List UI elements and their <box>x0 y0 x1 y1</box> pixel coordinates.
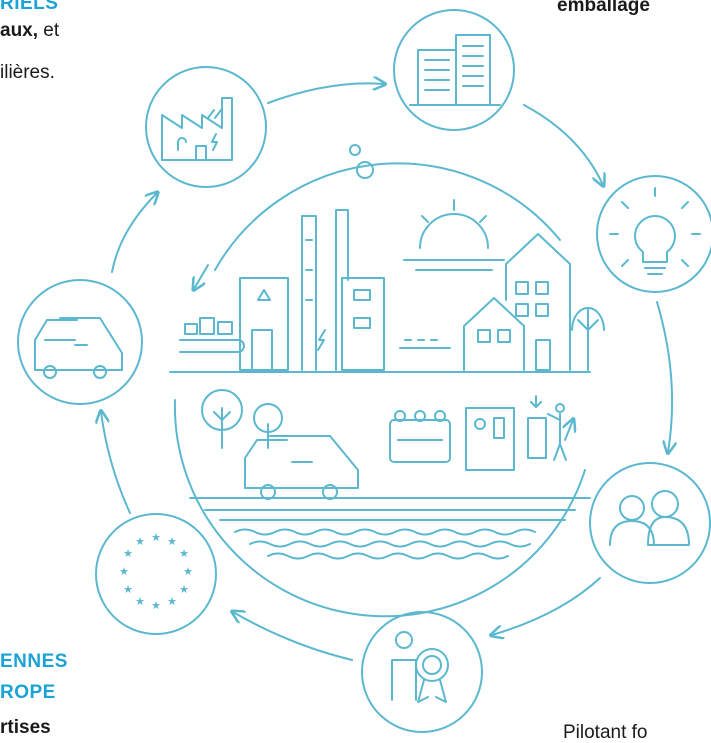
office-buildings-icon <box>409 34 501 106</box>
people-icon <box>609 490 690 546</box>
delivery-truck-icon <box>34 317 123 379</box>
svg-text:★: ★ <box>123 583 133 596</box>
svg-text:★: ★ <box>167 535 177 548</box>
svg-text:★: ★ <box>135 535 145 548</box>
bottom-left-line3: rtises <box>0 717 51 738</box>
award-person-icon <box>391 631 449 703</box>
node-truck-circle <box>17 279 143 405</box>
lightbulb-icon <box>609 187 701 275</box>
arrow-truck-to-factory <box>111 193 157 273</box>
svg-text:★: ★ <box>119 565 129 578</box>
node-award-circle <box>361 611 483 733</box>
top-right-heading: emballage <box>557 0 650 16</box>
svg-text:★: ★ <box>151 599 161 612</box>
arrow-eu-to-truck <box>101 412 131 514</box>
arrow-buildings-to-lightbulb <box>523 104 603 185</box>
node-factory-circle <box>145 66 267 188</box>
svg-text:★: ★ <box>179 583 189 596</box>
svg-text:★: ★ <box>135 595 145 608</box>
bottom-left-line1: ENNES <box>0 651 68 672</box>
circular-city-illustration <box>169 144 605 618</box>
node-people-circle <box>589 462 711 584</box>
svg-text:★: ★ <box>183 565 193 578</box>
top-left-line1-bold: aux, <box>0 20 39 41</box>
svg-text:★: ★ <box>167 595 177 608</box>
top-left-line1-rest: et <box>38 20 60 41</box>
arrow-people-to-award <box>492 577 601 635</box>
arrow-factory-to-buildings <box>267 83 384 104</box>
cycle-arrows <box>101 83 672 661</box>
svg-text:★: ★ <box>179 547 189 560</box>
svg-text:★: ★ <box>123 547 133 560</box>
top-left-line2: ilières. <box>0 62 55 83</box>
eu-stars-icon: ★ ★ ★ ★ ★ ★ ★ ★ ★ ★ ★ ★ <box>119 531 193 612</box>
top-left-heading: RIELS <box>0 0 59 14</box>
node-eu-circle <box>95 513 217 635</box>
node-lightbulb-circle <box>596 175 711 293</box>
factory-icon <box>161 97 233 161</box>
arrow-award-to-eu <box>233 612 353 661</box>
arrow-lightbulb-to-people <box>656 301 672 452</box>
node-buildings-circle <box>393 9 515 131</box>
svg-text:★: ★ <box>151 531 161 544</box>
top-left-line1: aux, et <box>0 21 59 40</box>
bottom-left-line2: ROPE <box>0 682 56 703</box>
